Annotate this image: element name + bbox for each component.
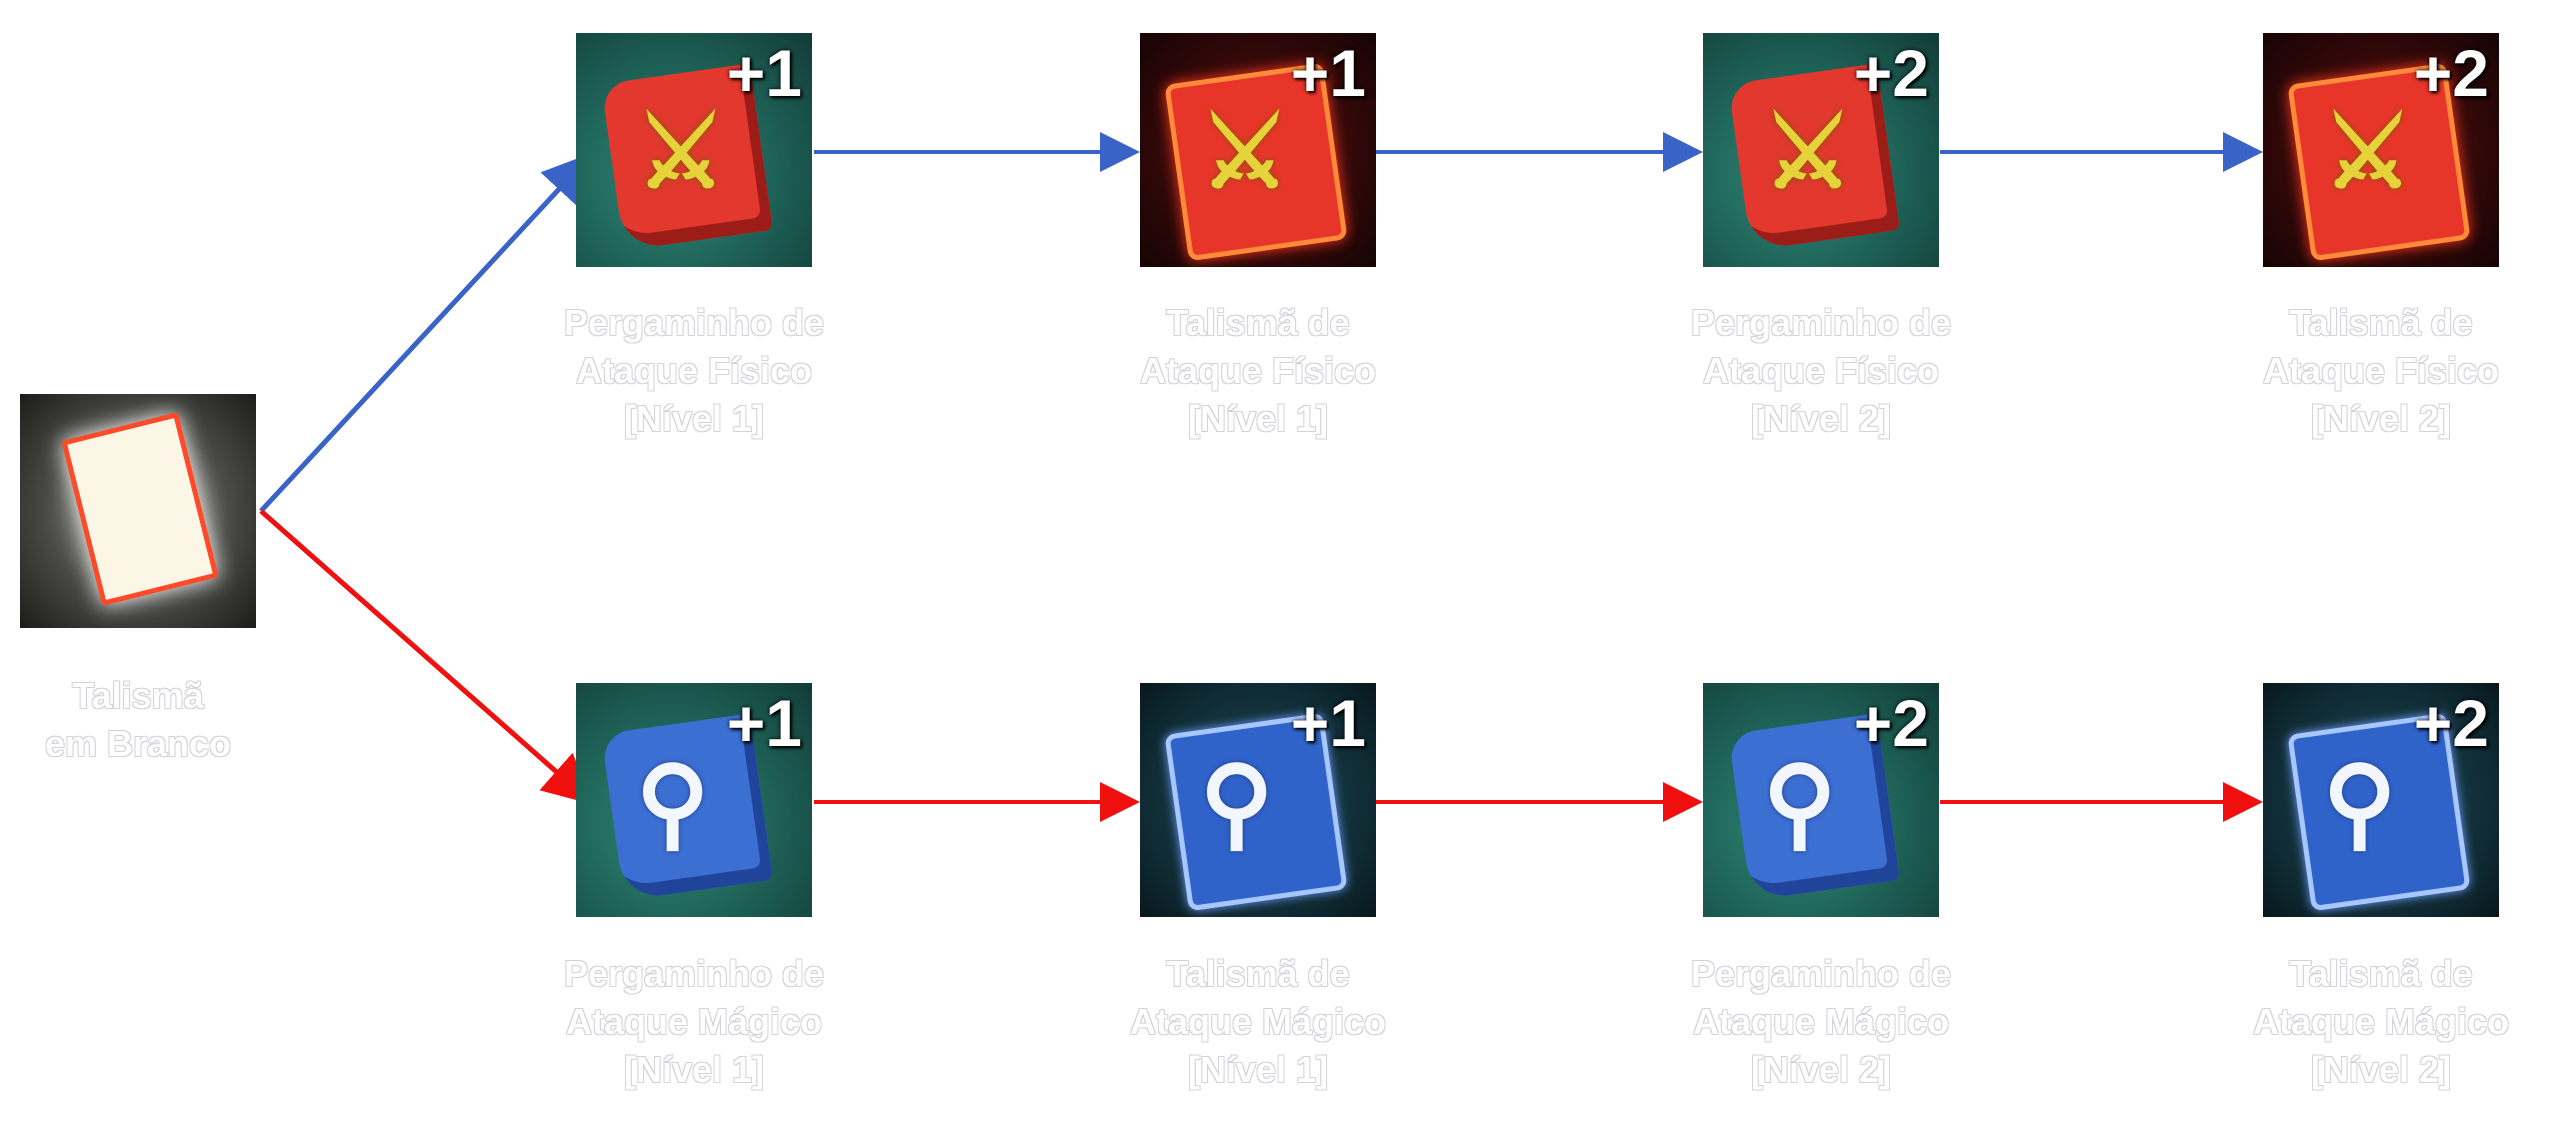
- staff-icon: ⚲: [1763, 747, 1837, 859]
- blank-talisman-icon: [20, 394, 256, 628]
- label-line: Talismã de: [2289, 302, 2473, 343]
- talisman-magic-attack-icon: ⚲ +2: [2263, 683, 2499, 917]
- label-line: Pergaminho de: [1690, 953, 1952, 994]
- sword-icon: ⚔: [1763, 97, 1853, 209]
- scroll-magic-attack-icon: ⚲ +2: [1703, 683, 1939, 917]
- label-line: Talismã de: [1166, 302, 1350, 343]
- physical-node-label: Pergaminho de Ataque Físico [Nível 2]: [1651, 299, 1991, 443]
- label-line: Ataque Físico: [1139, 350, 1377, 391]
- label-line: Pergaminho de: [563, 953, 825, 994]
- label-line: Talismã de: [2289, 953, 2473, 994]
- label-line: Pergaminho de: [563, 302, 825, 343]
- level-badge: +1: [1290, 686, 1366, 760]
- label-line: [Nível 1]: [623, 398, 765, 439]
- label-line: Ataque Físico: [575, 350, 813, 391]
- label-line: Pergaminho de: [1690, 302, 1952, 343]
- scroll-magic-attack-icon: ⚲ +1: [576, 683, 812, 917]
- label-line: em Branco: [44, 723, 232, 764]
- sword-icon: ⚔: [1200, 97, 1290, 209]
- scroll-physical-attack-icon: ⚔ +1: [576, 33, 812, 267]
- physical-node-label: Talismã de Ataque Físico [Nível 1]: [1088, 299, 1428, 443]
- label-line: Ataque Mágico: [1692, 1001, 1950, 1042]
- staff-icon: ⚲: [636, 747, 710, 859]
- label-line: Ataque Físico: [2262, 350, 2500, 391]
- label-line: Ataque Mágico: [565, 1001, 823, 1042]
- scroll-physical-attack-icon: ⚔ +2: [1703, 33, 1939, 267]
- talisman-physical-attack-icon: ⚔ +1: [1140, 33, 1376, 267]
- arrow-blank-to-physical: [259, 152, 593, 513]
- level-badge: +2: [1853, 36, 1929, 110]
- label-line: [Nível 2]: [2310, 398, 2452, 439]
- label-line: Talismã de: [1166, 953, 1350, 994]
- level-badge: +2: [2413, 36, 2489, 110]
- staff-icon: ⚲: [2323, 747, 2397, 859]
- level-badge: +1: [726, 36, 802, 110]
- physical-node-label: Talismã de Ataque Físico [Nível 2]: [2211, 299, 2551, 443]
- magic-node-label: Talismã de Ataque Mágico [Nível 2]: [2211, 950, 2551, 1094]
- physical-node-label: Pergaminho de Ataque Físico [Nível 1]: [524, 299, 864, 443]
- magic-node-label: Pergaminho de Ataque Mágico [Nível 1]: [524, 950, 864, 1094]
- label-line: Ataque Mágico: [2252, 1001, 2510, 1042]
- blank-talisman-label: Talismã em Branco: [0, 672, 308, 768]
- label-line: [Nível 2]: [1750, 398, 1892, 439]
- staff-icon: ⚲: [1200, 747, 1274, 859]
- sword-icon: ⚔: [2323, 97, 2413, 209]
- talisman-magic-attack-icon: ⚲ +1: [1140, 683, 1376, 917]
- arrow-blank-to-magic: [259, 509, 594, 805]
- label-line: Talismã: [72, 675, 204, 716]
- label-line: [Nível 1]: [623, 1049, 765, 1090]
- label-line: [Nível 2]: [2310, 1049, 2452, 1090]
- label-line: Ataque Mágico: [1129, 1001, 1387, 1042]
- level-badge: +2: [1853, 686, 1929, 760]
- sword-icon: ⚔: [636, 97, 726, 209]
- label-line: Ataque Físico: [1702, 350, 1940, 391]
- level-badge: +2: [2413, 686, 2489, 760]
- talisman-physical-attack-icon: ⚔ +2: [2263, 33, 2499, 267]
- level-badge: +1: [1290, 36, 1366, 110]
- magic-node-label: Pergaminho de Ataque Mágico [Nível 2]: [1651, 950, 1991, 1094]
- level-badge: +1: [726, 686, 802, 760]
- label-line: [Nível 1]: [1187, 1049, 1329, 1090]
- magic-node-label: Talismã de Ataque Mágico [Nível 1]: [1088, 950, 1428, 1094]
- label-line: [Nível 2]: [1750, 1049, 1892, 1090]
- label-line: [Nível 1]: [1187, 398, 1329, 439]
